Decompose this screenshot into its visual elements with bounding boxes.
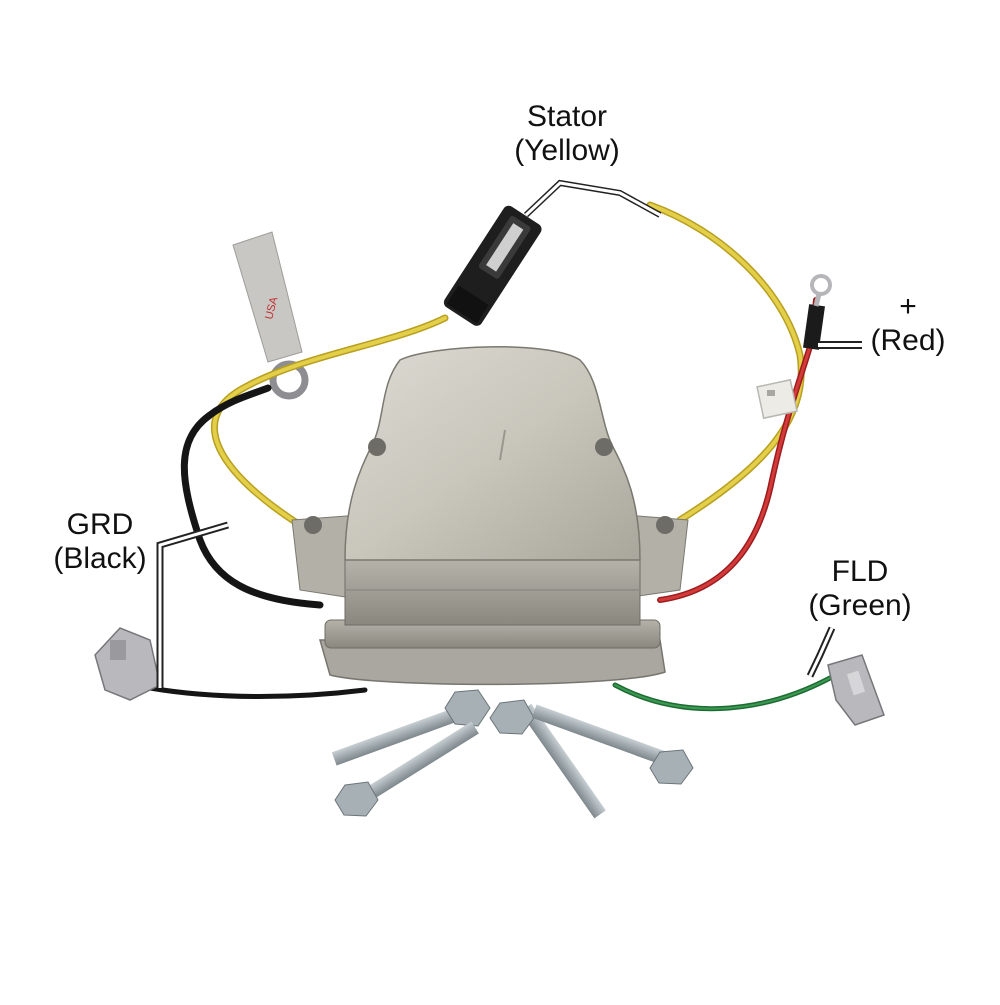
stator-label-name: Stator (526, 100, 608, 133)
ground-leader (156, 521, 229, 688)
field-wire (612, 675, 833, 712)
field-label: FLD (Green) (785, 555, 935, 623)
ground-wire (147, 384, 368, 699)
screw-3 (489, 699, 606, 819)
tag-ring (269, 360, 309, 400)
tag-text: USA (263, 295, 280, 320)
leader-lines (156, 179, 862, 688)
positive-wire (657, 274, 832, 603)
positive-label-name: + (899, 290, 917, 323)
screw-2 (334, 721, 479, 817)
positive-label: + (Red) (858, 290, 958, 358)
field-label-color: (Green) (808, 589, 912, 622)
ground-label-name: GRD (66, 508, 134, 541)
stator-label-color: (Yellow) (514, 134, 620, 167)
screw-1 (331, 689, 491, 766)
screw-4 (531, 704, 694, 785)
stator-wire (210, 201, 805, 529)
mounting-screws (331, 689, 694, 819)
paper-tag: USA (232, 231, 309, 400)
field-leader (806, 626, 836, 678)
stator-connector (443, 205, 542, 326)
regulator-housing (291, 346, 689, 686)
stator-label: Stator (Yellow) (492, 100, 642, 168)
ground-terminal (94, 627, 161, 701)
field-label-name: FLD (831, 555, 889, 588)
stator-leader (523, 179, 662, 218)
field-terminal (827, 654, 885, 726)
ground-label-color: (Black) (53, 542, 147, 575)
ring-terminal (810, 274, 832, 296)
positive-label-color: (Red) (870, 324, 946, 357)
white-plug (756, 378, 798, 420)
ground-label: GRD (Black) (30, 508, 170, 576)
